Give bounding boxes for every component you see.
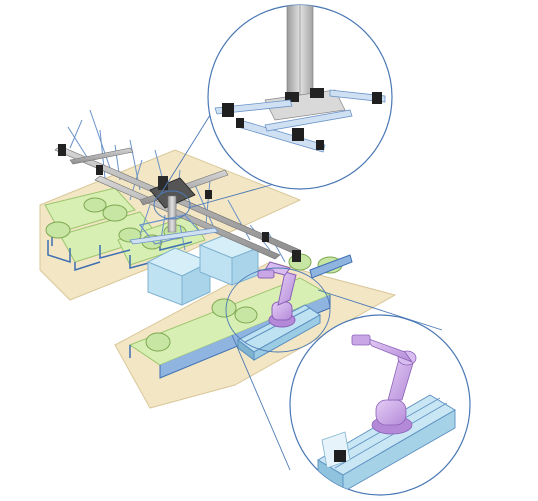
inset-robot-detail — [289, 314, 471, 496]
inset-gantry-detail — [207, 4, 393, 190]
left-conveyor-rails — [47, 232, 193, 272]
gantry-main — [54, 109, 301, 263]
robot-rail — [237, 304, 321, 361]
blue-crates — [146, 234, 260, 306]
right-track — [309, 254, 353, 279]
callout-lines — [153, 111, 443, 471]
robot-arm-main — [257, 261, 297, 328]
